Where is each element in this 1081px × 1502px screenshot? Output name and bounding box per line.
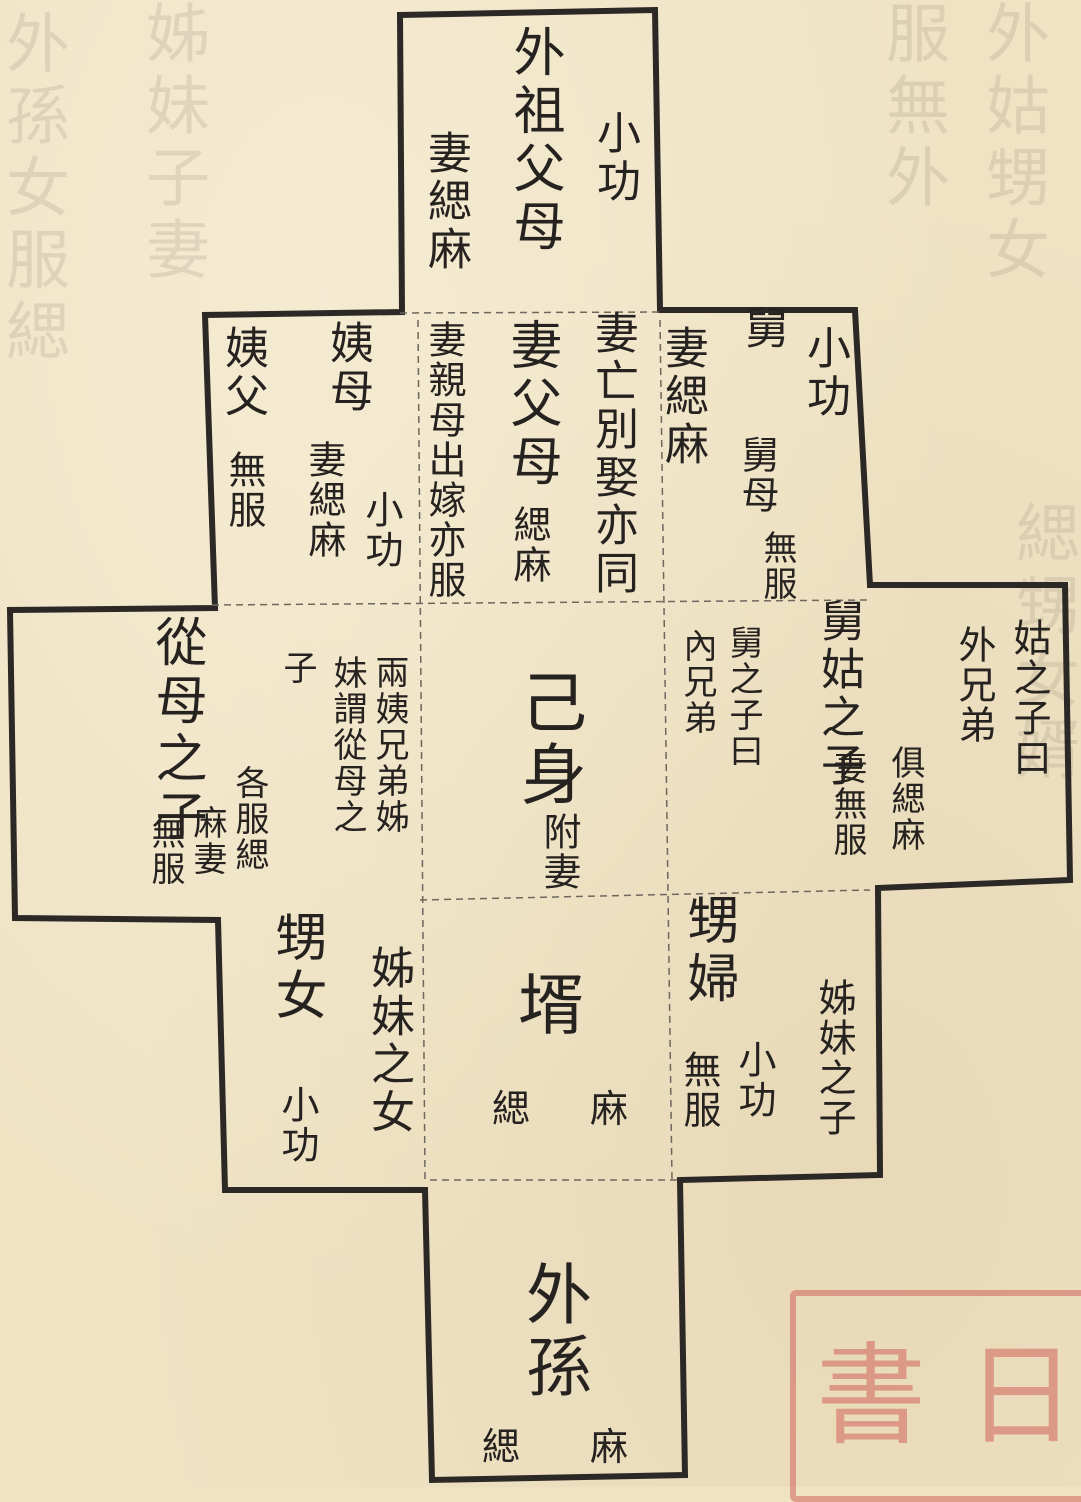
sheng-nu-rank: 小功 xyxy=(275,1085,319,1165)
sheng-fu-name: 甥婦 xyxy=(678,893,738,1009)
bleed-text: 姊妹子妻 xyxy=(135,0,209,288)
nei-xiong-line2: 內兄弟 xyxy=(677,628,717,736)
liang-yi-line1: 兩姨兄弟姊 xyxy=(369,655,409,835)
sheng-fu-note: 無服 xyxy=(677,1050,721,1130)
liang-yi-line3: 子 xyxy=(277,650,317,686)
sheng-fu-rank: 小功 xyxy=(732,1040,776,1120)
wai-xiong-line1: 姑之子曰 xyxy=(1007,618,1051,778)
bleed-text: 外孫女服緦 xyxy=(0,10,69,370)
bleed-text: 服無外 xyxy=(875,0,949,216)
top-note: 妻緦麻 xyxy=(420,130,471,274)
wife-parents-note1: 妻亡別娶亦同 xyxy=(587,310,638,598)
cong-mu-note3: 無服 xyxy=(145,815,185,887)
jiu-note: 妻緦麻 xyxy=(657,325,708,469)
self-title: 己身 xyxy=(510,668,587,812)
top-title: 外祖父母 xyxy=(504,25,564,257)
yi-fu-name: 姨父 xyxy=(217,325,268,421)
jiu-gu-note: 妻無服 xyxy=(827,750,867,858)
seal-char: 日 xyxy=(966,1332,1076,1460)
red-seal-stamp: 書 日 xyxy=(790,1290,1081,1502)
sheng-fu-label: 姊妹之子 xyxy=(812,978,856,1138)
wai-xiong-note: 俱緦麻 xyxy=(885,745,925,853)
yi-fu-note: 無服 xyxy=(222,450,266,530)
sheng-nu-note: 姊妹之女 xyxy=(363,945,414,1137)
cong-mu-name: 從母之子 xyxy=(146,615,206,847)
top-rank: 小功 xyxy=(589,110,640,206)
jiu-mu-note: 無服 xyxy=(757,530,797,602)
seal-char: 書 xyxy=(816,1332,926,1460)
wife-parents-title: 妻父母 xyxy=(501,318,561,492)
wife-parents-rank: 緦麻 xyxy=(507,505,551,585)
cong-mu-note1: 各服緦 xyxy=(229,765,269,873)
jiu-mu-name: 舅母 xyxy=(735,435,779,515)
jiu-name: 舅 xyxy=(737,305,788,353)
wai-xiong-line2: 外兄弟 xyxy=(952,625,996,745)
wife-parents-note2: 妻親母出嫁亦服 xyxy=(422,320,466,600)
nei-xiong-line1: 舅之子曰 xyxy=(723,625,763,769)
cong-mu-note2: 麻妻 xyxy=(187,805,227,877)
xu-rank: 緦麻 xyxy=(492,1087,689,1131)
bottom-title: 外孫 xyxy=(515,1260,592,1404)
jiu-gu-title: 舅姑之子 xyxy=(813,598,864,790)
yi-mu-note: 妻緦麻 xyxy=(302,440,346,560)
self-sub: 附妻 xyxy=(537,812,581,892)
bottom-rank: 緦麻 xyxy=(482,1425,699,1469)
bleed-text: 外姑甥女 xyxy=(975,0,1049,288)
jiu-rank: 小功 xyxy=(799,325,850,421)
xu-title: 壻 xyxy=(507,970,584,1042)
liang-yi-line2: 妹謂從母之 xyxy=(327,655,367,835)
sheng-nu-name: 甥女 xyxy=(266,910,326,1026)
yi-mu-rank: 小功 xyxy=(359,490,403,570)
yi-mu-name: 姨母 xyxy=(322,320,373,416)
